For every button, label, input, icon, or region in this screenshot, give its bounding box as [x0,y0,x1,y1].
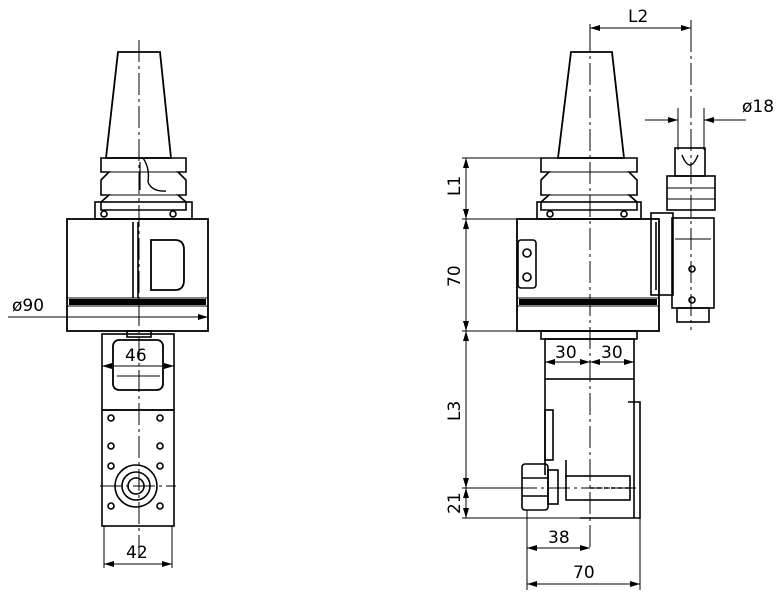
dim-height-21: 21 [445,492,465,514]
front-centerline [100,40,176,560]
dim-front-diameter: ø90 [12,296,44,316]
side-centerlines [515,30,692,548]
side-plate [517,239,537,289]
dim-l1: L1 [445,176,465,196]
dim-half-right: 30 [601,343,623,363]
dim-height-70: 70 [445,265,465,287]
front-dimensions [8,314,208,568]
side-bracket [650,212,674,296]
dim-front-width-46: 46 [125,346,147,366]
dim-l2: L2 [628,7,648,27]
side-taper [556,51,626,159]
side-view [516,51,716,519]
side-nut [521,463,549,511]
side-dimensions [462,20,746,590]
side-main-body [516,218,660,332]
front-label-plate [150,239,185,291]
front-scale-strip [69,299,206,305]
dim-l3: L3 [445,401,465,421]
dim-width-70: 70 [573,563,595,583]
dim-half-left: 30 [555,343,577,363]
dim-width-38: 38 [548,528,570,548]
front-view [66,51,209,527]
front-arm-lower [101,409,175,527]
dim-side-diameter: ø18 [742,97,774,117]
dim-front-width-42: 42 [126,543,148,563]
